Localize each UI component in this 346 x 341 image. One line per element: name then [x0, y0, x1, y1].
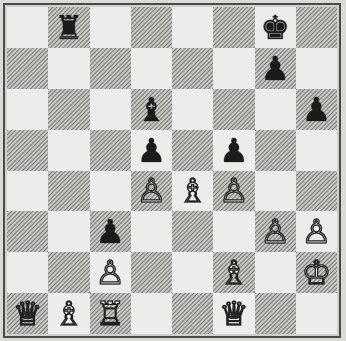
square-d5[interactable]: ♟ [131, 130, 172, 171]
square-c8[interactable] [90, 7, 131, 48]
square-f7[interactable] [213, 48, 254, 89]
square-b7[interactable] [48, 48, 89, 89]
square-b2[interactable] [48, 252, 89, 293]
square-a2[interactable] [7, 252, 48, 293]
white-queen-icon[interactable]: ♕ [13, 297, 43, 330]
square-c1[interactable]: ♖ [90, 293, 131, 334]
square-d1[interactable] [131, 293, 172, 334]
square-g4[interactable] [255, 171, 296, 212]
square-c4[interactable] [90, 171, 131, 212]
square-d6[interactable]: ♝ [131, 89, 172, 130]
white-queen-icon[interactable]: ♕ [219, 297, 249, 330]
white-pawn-icon[interactable]: ♙ [137, 174, 167, 207]
square-f8[interactable] [213, 7, 254, 48]
black-rook-icon[interactable]: ♜ [54, 11, 84, 44]
square-d4[interactable]: ♙ [131, 171, 172, 212]
square-h5[interactable] [296, 130, 337, 171]
black-pawn-icon[interactable]: ♟ [95, 215, 125, 248]
square-h3[interactable]: ♙ [296, 211, 337, 252]
white-bishop-icon[interactable]: ♗ [219, 256, 249, 289]
square-b8[interactable]: ♜ [48, 7, 89, 48]
black-bishop-icon[interactable]: ♝ [137, 93, 167, 126]
square-g6[interactable] [255, 89, 296, 130]
square-g1[interactable] [255, 293, 296, 334]
square-a7[interactable] [7, 48, 48, 89]
square-d3[interactable] [131, 211, 172, 252]
square-e5[interactable] [172, 130, 213, 171]
chessboard-frame: ♜ ♚ ♟ ♝ ♟ ♟ ♟ ♙ ♗ ♙ ♟ ♙ ♙ ♙ ♗ ♔ ♕ ♗ ♖ ♕ [3, 3, 341, 338]
square-g2[interactable] [255, 252, 296, 293]
black-pawn-icon[interactable]: ♟ [302, 93, 332, 126]
square-a4[interactable] [7, 171, 48, 212]
square-h1[interactable] [296, 293, 337, 334]
black-pawn-icon[interactable]: ♟ [260, 52, 290, 85]
square-h4[interactable] [296, 171, 337, 212]
square-e2[interactable] [172, 252, 213, 293]
white-pawn-icon[interactable]: ♙ [260, 215, 290, 248]
square-b3[interactable] [48, 211, 89, 252]
square-e7[interactable] [172, 48, 213, 89]
square-e8[interactable] [172, 7, 213, 48]
square-d7[interactable] [131, 48, 172, 89]
square-d8[interactable] [131, 7, 172, 48]
square-e4[interactable]: ♗ [172, 171, 213, 212]
square-g5[interactable] [255, 130, 296, 171]
square-e3[interactable] [172, 211, 213, 252]
square-b4[interactable] [48, 171, 89, 212]
square-g7[interactable]: ♟ [255, 48, 296, 89]
white-pawn-icon[interactable]: ♙ [95, 256, 125, 289]
square-h2[interactable]: ♔ [296, 252, 337, 293]
square-f2[interactable]: ♗ [213, 252, 254, 293]
square-c6[interactable] [90, 89, 131, 130]
square-f4[interactable]: ♙ [213, 171, 254, 212]
white-pawn-icon[interactable]: ♙ [302, 215, 332, 248]
square-b1[interactable]: ♗ [48, 293, 89, 334]
square-f6[interactable] [213, 89, 254, 130]
square-g3[interactable]: ♙ [255, 211, 296, 252]
square-f3[interactable] [213, 211, 254, 252]
square-c2[interactable]: ♙ [90, 252, 131, 293]
square-a6[interactable] [7, 89, 48, 130]
square-e6[interactable] [172, 89, 213, 130]
white-pawn-icon[interactable]: ♙ [219, 174, 249, 207]
square-c7[interactable] [90, 48, 131, 89]
square-b5[interactable] [48, 130, 89, 171]
square-a5[interactable] [7, 130, 48, 171]
square-a1[interactable]: ♕ [7, 293, 48, 334]
chessboard: ♜ ♚ ♟ ♝ ♟ ♟ ♟ ♙ ♗ ♙ ♟ ♙ ♙ ♙ ♗ ♔ ♕ ♗ ♖ ♕ [7, 7, 337, 334]
square-h7[interactable] [296, 48, 337, 89]
square-c5[interactable] [90, 130, 131, 171]
white-bishop-icon[interactable]: ♗ [54, 297, 84, 330]
square-f5[interactable]: ♟ [213, 130, 254, 171]
square-f1[interactable]: ♕ [213, 293, 254, 334]
white-rook-icon[interactable]: ♖ [95, 297, 125, 330]
square-e1[interactable] [172, 293, 213, 334]
square-b6[interactable] [48, 89, 89, 130]
square-h6[interactable]: ♟ [296, 89, 337, 130]
white-king-icon[interactable]: ♔ [302, 256, 332, 289]
square-g8[interactable]: ♚ [255, 7, 296, 48]
square-h8[interactable] [296, 7, 337, 48]
square-a3[interactable] [7, 211, 48, 252]
black-pawn-icon[interactable]: ♟ [137, 134, 167, 167]
black-king-icon[interactable]: ♚ [260, 11, 290, 44]
white-bishop-icon[interactable]: ♗ [178, 174, 208, 207]
square-c3[interactable]: ♟ [90, 211, 131, 252]
square-d2[interactable] [131, 252, 172, 293]
square-a8[interactable] [7, 7, 48, 48]
black-pawn-icon[interactable]: ♟ [219, 134, 249, 167]
